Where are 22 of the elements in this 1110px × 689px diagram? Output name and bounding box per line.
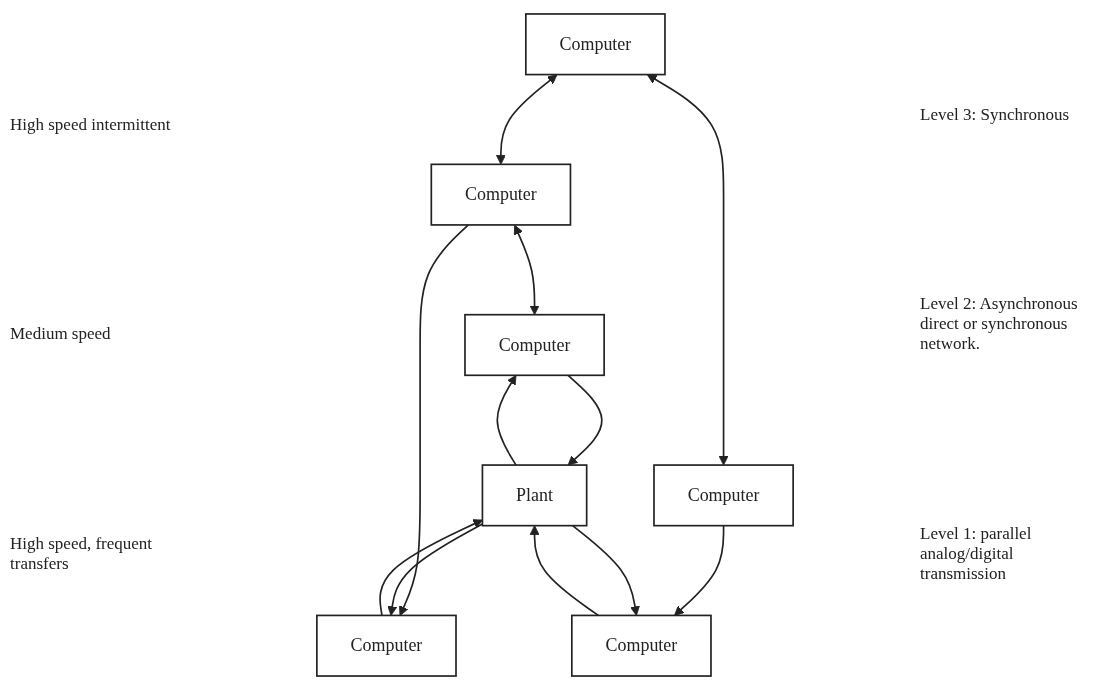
level-note: Level 2: Asynchronous direct or synchronous network. <box>920 294 1079 355</box>
arrow <box>567 373 603 465</box>
arrow <box>513 224 540 315</box>
node-box: Computer <box>653 463 794 526</box>
level-note: Level 1: parallel analog/digital transmission <box>920 524 1033 585</box>
arrow <box>674 524 725 616</box>
level-note: Level 3: Synchronous <box>920 104 1071 125</box>
node-box: Computer <box>571 614 712 677</box>
node-box: Computer <box>430 163 572 226</box>
arrow <box>571 524 640 616</box>
arrow <box>647 73 729 465</box>
arrow <box>495 73 558 165</box>
node-box: Computer <box>316 614 457 677</box>
level-note: High speed intermittent <box>10 114 172 135</box>
node-box: Computer <box>525 12 666 75</box>
arrow <box>399 223 470 616</box>
node-box: Plant <box>481 463 588 526</box>
arrow <box>496 374 517 466</box>
arrow <box>529 524 600 616</box>
level-note: High speed, frequent transfers <box>10 534 154 575</box>
node-box: Computer <box>464 313 605 376</box>
level-note: Medium speed <box>10 324 112 345</box>
